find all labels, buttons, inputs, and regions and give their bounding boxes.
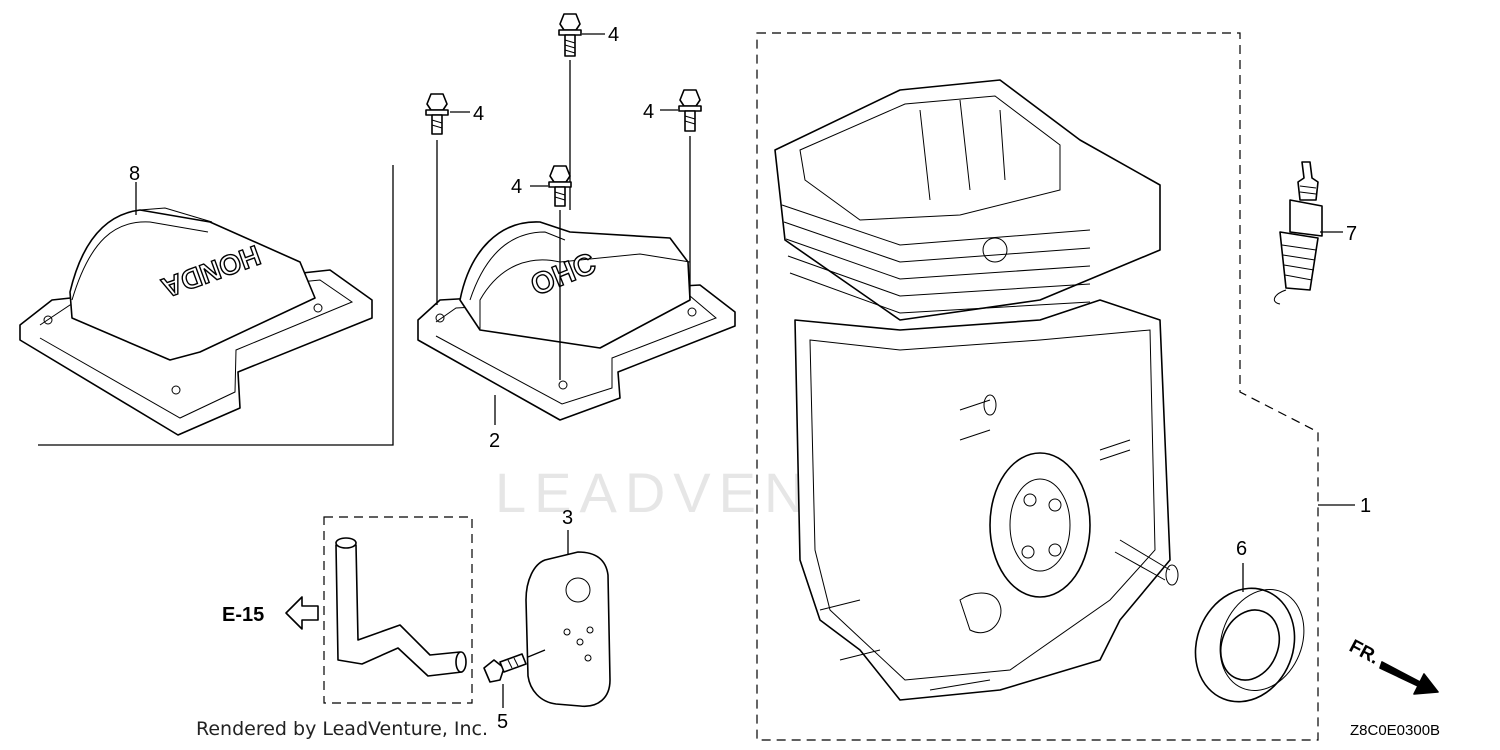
bolt-4-right[interactable] xyxy=(678,89,702,132)
diagram-code: Z8C0E0300B xyxy=(1350,722,1441,739)
bolt-5-axis xyxy=(527,649,546,658)
reference-arrow-e15[interactable]: E-15 xyxy=(222,596,319,630)
callout-3: 3 xyxy=(562,507,573,529)
bolt-4-middle[interactable] xyxy=(548,165,572,207)
front-direction-arrow: FR. xyxy=(1346,636,1439,695)
callout-8: 8 xyxy=(129,163,140,185)
footer-credit: Rendered by LeadVenture, Inc. xyxy=(196,718,489,740)
callout-2: 2 xyxy=(489,430,500,452)
part-7-spark-plug[interactable] xyxy=(1273,161,1323,305)
callout-5: 5 xyxy=(497,711,508,733)
callout-4-top: 4 xyxy=(608,24,619,46)
breather-tube-dashed-box xyxy=(323,516,473,704)
bolt-4-left[interactable] xyxy=(425,93,449,135)
part-2-head-cover-ohc[interactable]: OHC xyxy=(417,221,736,421)
reference-label-e15: E-15 xyxy=(222,604,264,626)
callout-1: 1 xyxy=(1360,495,1371,517)
front-label: FR. xyxy=(1346,636,1383,669)
crankcase-dashed-frame xyxy=(756,32,1319,741)
callout-6: 6 xyxy=(1236,538,1247,560)
part-8-bracket-line xyxy=(38,165,394,446)
part-6-oil-seal[interactable] xyxy=(1179,573,1319,717)
callout-7: 7 xyxy=(1346,223,1357,245)
part-1-crankcase[interactable] xyxy=(774,79,1179,701)
callout-4-right: 4 xyxy=(643,101,654,123)
part-8-head-cover-honda[interactable]: HONDA xyxy=(19,207,373,436)
bolt-4-top[interactable] xyxy=(558,13,582,57)
callout-4-left: 4 xyxy=(473,103,484,125)
part-3-breather-plate[interactable] xyxy=(525,551,611,707)
callout-4-middle: 4 xyxy=(511,176,522,198)
part-5-bolt[interactable] xyxy=(483,653,527,683)
breather-tube[interactable] xyxy=(335,537,467,677)
